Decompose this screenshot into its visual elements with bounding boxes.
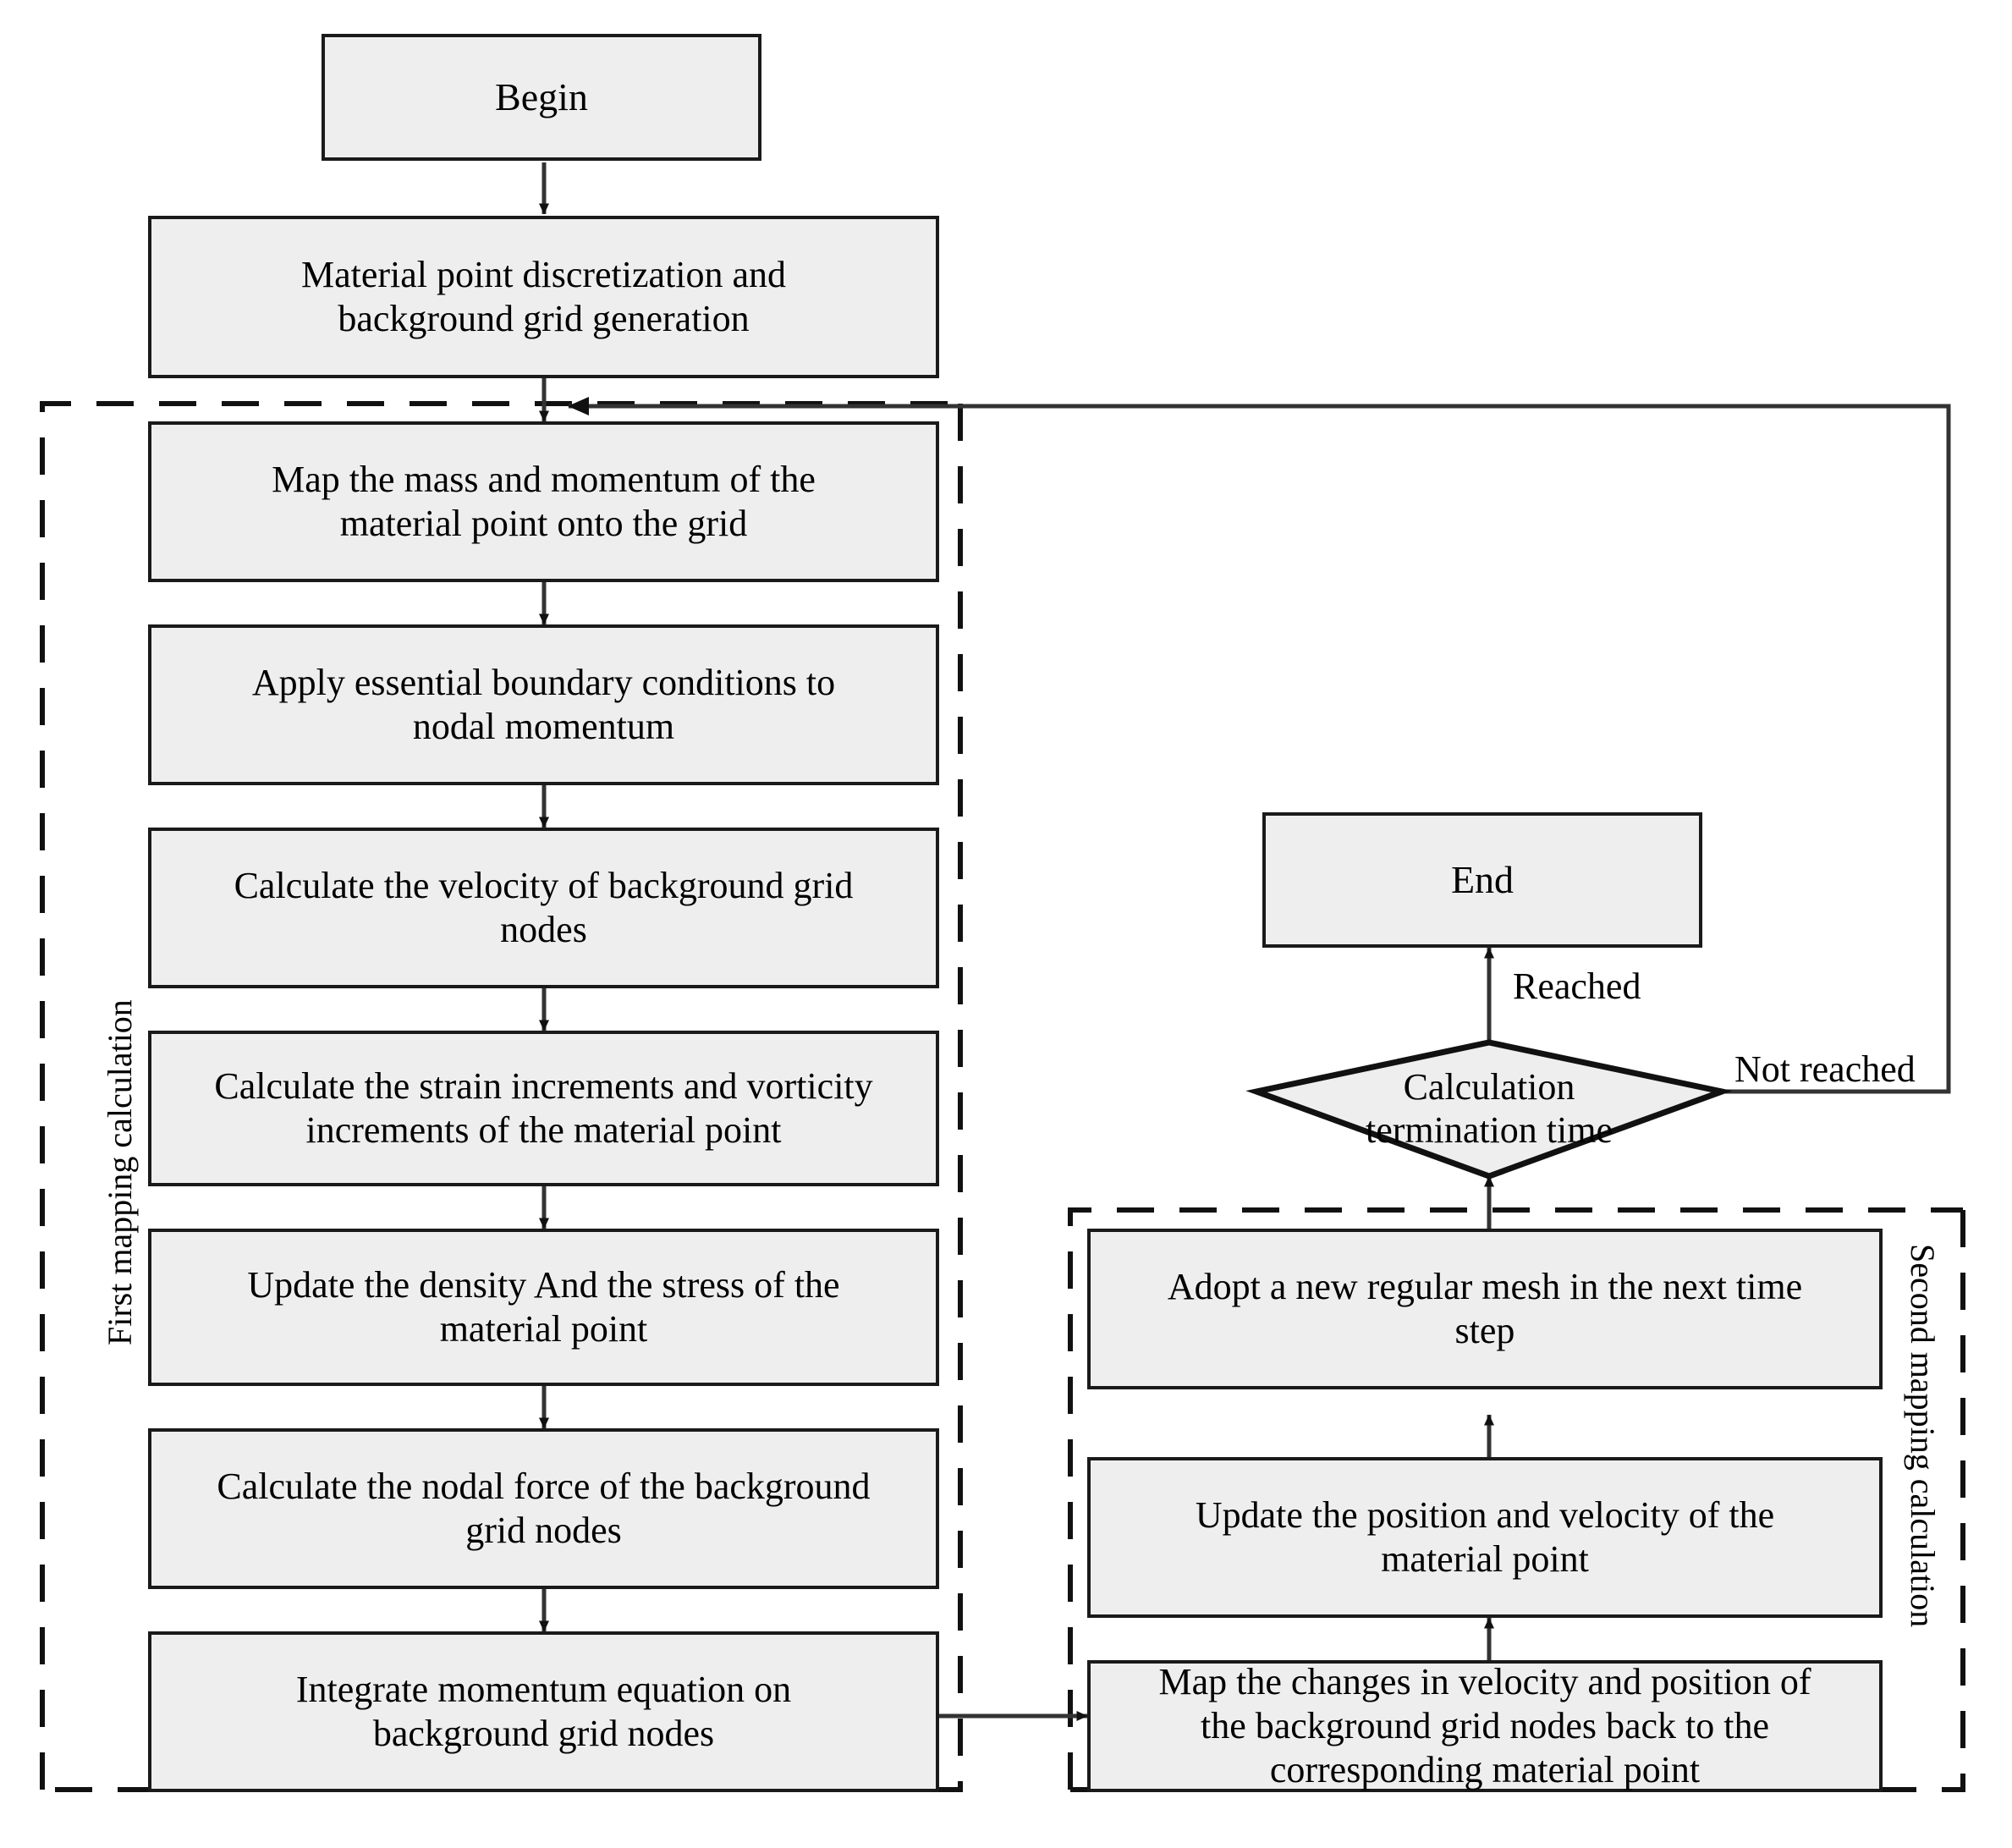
node-update-position-velocity: Update the position and velocity of the …: [1087, 1457, 1883, 1618]
node-integrate-label: Integrate momentum equation on backgroun…: [295, 1669, 792, 1754]
node-end: End: [1262, 812, 1702, 948]
edge-label-not-reached: Not reached: [1734, 1048, 1916, 1090]
node-decision-label: Calculation termination time: [1365, 1066, 1613, 1151]
node-begin-label: Begin: [495, 74, 588, 118]
node-calc-vel-label: Calculate the velocity of background gri…: [234, 865, 854, 950]
group-label-first-mapping-calculation: First mapping calculation: [101, 999, 139, 1345]
node-discretize-label: Material point discretization and backgr…: [300, 254, 787, 339]
node-map-back-label: Map the changes in velocity and position…: [1158, 1661, 1811, 1790]
node-adopt-new-mesh: Adopt a new regular mesh in the next tim…: [1087, 1229, 1883, 1389]
node-calculate-velocity: Calculate the velocity of background gri…: [148, 828, 939, 988]
node-integrate-momentum: Integrate momentum equation on backgroun…: [148, 1631, 939, 1792]
node-map-mass-momentum: Map the mass and momentum of the materia…: [148, 421, 939, 582]
node-update-density-stress: Update the density And the stress of the…: [148, 1229, 939, 1386]
node-apply-boundary-conditions: Apply essential boundary conditions to n…: [148, 624, 939, 785]
node-apply-bc-label: Apply essential boundary conditions to n…: [251, 662, 836, 747]
node-map-changes-back: Map the changes in velocity and position…: [1087, 1660, 1883, 1792]
node-calculate-nodal-force: Calculate the nodal force of the backgro…: [148, 1428, 939, 1589]
node-map-mass-label: Map the mass and momentum of the materia…: [272, 459, 816, 544]
node-end-label: End: [1450, 857, 1514, 901]
node-material-point-discretization: Material point discretization and backgr…: [148, 216, 939, 378]
node-calc-force-label: Calculate the nodal force of the backgro…: [217, 1466, 871, 1551]
node-update-pos-label: Update the position and velocity of the …: [1195, 1494, 1775, 1580]
node-calculation-termination-time: Calculation termination time: [1256, 1042, 1722, 1176]
node-update-dens-label: Update the density And the stress of the…: [247, 1264, 840, 1350]
node-new-mesh-label: Adopt a new regular mesh in the next tim…: [1167, 1266, 1803, 1351]
node-begin: Begin: [322, 34, 761, 161]
node-calculate-strain-increments: Calculate the strain increments and vort…: [148, 1031, 939, 1186]
node-calc-strain-label: Calculate the strain increments and vort…: [214, 1065, 873, 1151]
group-label-second-mapping-calculation: Second mapping calculation: [1904, 1244, 1942, 1628]
edge-label-reached: Reached: [1513, 965, 1641, 1007]
